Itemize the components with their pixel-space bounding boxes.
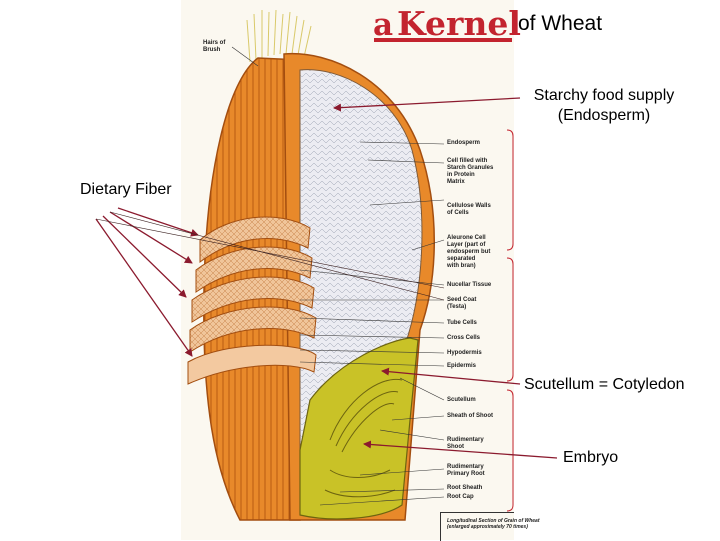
figure-caption: Longitudinal Section of Grain of Wheat (… (447, 518, 540, 530)
label-epidermis: Epidermis (447, 363, 476, 370)
callout-scutellum: Scutellum = Cotyledon (524, 375, 685, 395)
label-seed-coat: Seed Coat (Testa) (447, 297, 476, 311)
label-cellulose: Cellulose Walls of Cells (447, 203, 491, 217)
callout-starch-line1: Starchy food supply (523, 86, 685, 106)
fiber-arrow-4 (96, 219, 192, 356)
label-nucellar: Nucellar Tissue (447, 282, 491, 289)
callout-starch-line2: (Endosperm) (523, 106, 685, 126)
fiber-arrow-3 (103, 216, 186, 297)
label-scutellum: Scutellum (447, 397, 476, 404)
label-aleurone: Aleurone Cell Layer (part of endosperm b… (447, 235, 490, 270)
callout-starch: Starchy food supply (Endosperm) (523, 86, 685, 126)
label-root-sheath: Root Sheath (447, 485, 482, 492)
label-hypodermis: Hypodermis (447, 350, 482, 357)
fiber-arrow-1 (118, 208, 198, 235)
label-cross: Cross Cells (447, 335, 480, 342)
label-rudimentary-shoot: Rudimentary Shoot (447, 437, 484, 451)
label-endosperm: Endosperm (447, 140, 480, 147)
callout-fiber: Dietary Fiber (80, 180, 172, 200)
callout-embryo: Embryo (563, 448, 618, 468)
label-sheath-shoot: Sheath of Shoot (447, 413, 493, 420)
label-root-cap: Root Cap (447, 494, 474, 501)
title-underline (374, 38, 512, 42)
title-rest: of Wheat (518, 12, 602, 36)
label-hairs: Hairs of Brush (203, 40, 225, 54)
label-cell-filled: Cell filled with Starch Granules in Prot… (447, 158, 493, 186)
label-tube: Tube Cells (447, 320, 477, 327)
label-rudimentary-root: Rudimentary Primary Root (447, 464, 485, 478)
